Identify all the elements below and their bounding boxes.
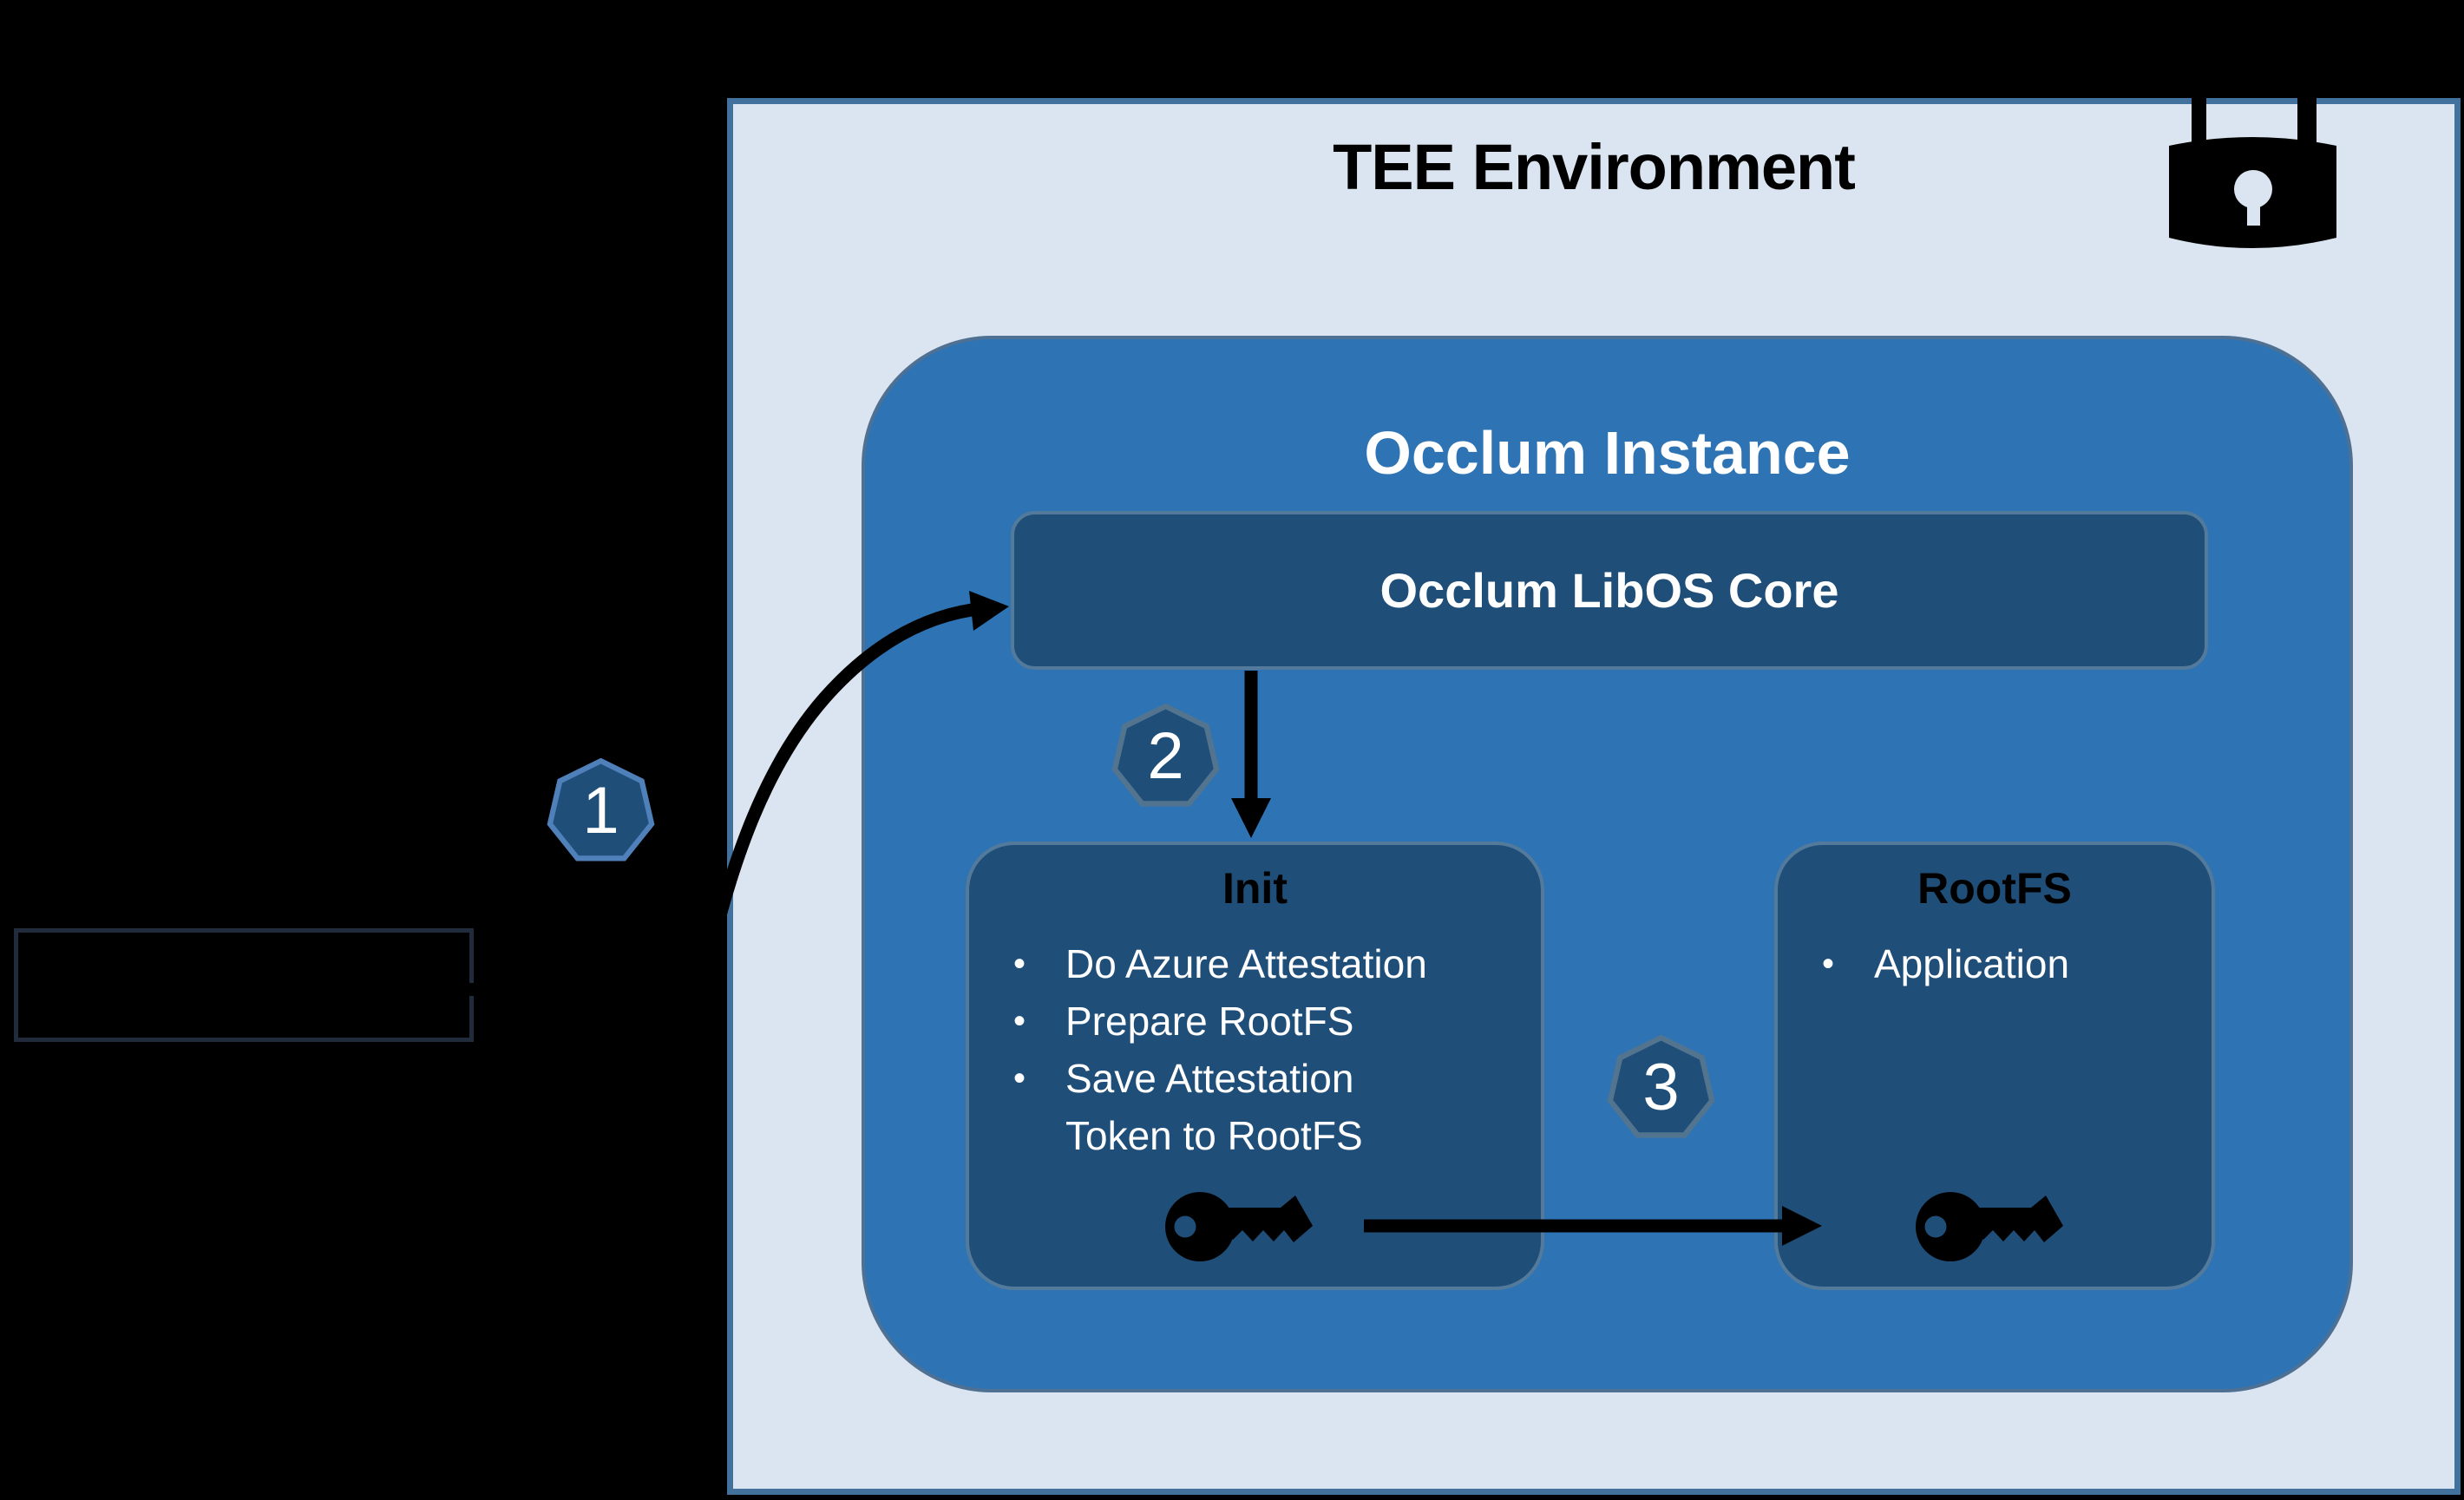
heptagon-shape [547, 758, 655, 861]
untrusted-outline-box [14, 928, 474, 1042]
bullet-dot: • [1822, 945, 1835, 983]
key-icon [1916, 1192, 2063, 1261]
list-item: • Do Azure Attestation [1013, 935, 1541, 992]
step-badge-3: 3 [1606, 1035, 1716, 1143]
tee-environment-title: TEE Environment [1333, 131, 1856, 203]
init-item-1: Do Azure Attestation [1065, 941, 1427, 986]
list-item: • Prepare RootFS [1013, 992, 1541, 1050]
init-item-3: Save Attestation Token to RootFS [1065, 1056, 1363, 1158]
init-box: Init • Do Azure Attestation • Prepare Ro… [966, 842, 1544, 1290]
rootfs-title: RootFS [1917, 864, 2072, 913]
init-bullet-list: • Do Azure Attestation • Prepare RootFS … [969, 935, 1541, 1164]
step-badge-1: 1 [546, 758, 656, 866]
occlum-instance-title: Occlum Instance [1364, 419, 1851, 487]
lock-icon [2169, 61, 2336, 248]
key-icon [1165, 1192, 1313, 1261]
libos-core-label: Occlum LibOS Core [1379, 563, 1839, 618]
outline-box-notch [469, 983, 484, 996]
heptagon-shape [1607, 1035, 1715, 1138]
step-number: 2 [1147, 718, 1184, 793]
step-badge-2: 2 [1111, 704, 1221, 811]
bullet-dot: • [1013, 1002, 1026, 1040]
libos-core-box: Occlum LibOS Core [1011, 511, 2208, 670]
step-number: 3 [1642, 1050, 1680, 1124]
bullet-dot: • [1013, 1059, 1026, 1097]
heptagon-shape [1111, 704, 1220, 807]
rootfs-item-1: Application [1874, 941, 2070, 986]
list-item: • Application [1822, 935, 2212, 992]
list-item: • Save Attestation Token to RootFS [1013, 1050, 1541, 1164]
rootfs-bullet-list: • Application [1778, 935, 2212, 992]
step-number: 1 [582, 773, 619, 848]
init-item-2: Prepare RootFS [1065, 999, 1354, 1044]
bullet-dot: • [1013, 945, 1026, 983]
init-title: Init [1222, 864, 1288, 913]
